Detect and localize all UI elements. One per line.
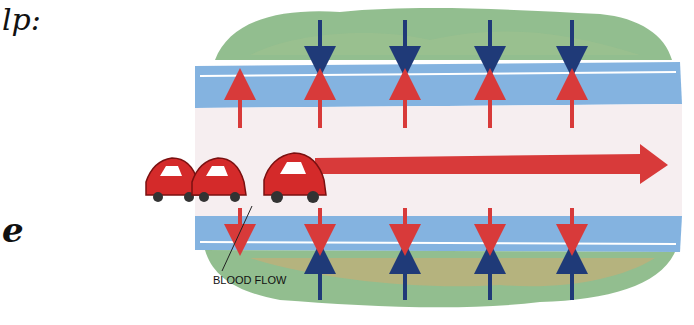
- vessel-wall: [195, 216, 682, 252]
- flow-arrow: [315, 144, 668, 184]
- vessel-wall: [195, 62, 682, 108]
- tissue: [250, 32, 640, 55]
- tissue: [205, 250, 675, 307]
- part-label: BLOOD FLOW: [213, 274, 286, 286]
- tissue: [250, 258, 655, 286]
- car-icon: [192, 158, 246, 202]
- wall-line: [200, 72, 676, 76]
- cut-off-text: e: [2, 210, 24, 250]
- lumen: [195, 104, 682, 216]
- wall-line: [200, 242, 676, 244]
- leader-line: [222, 206, 252, 271]
- tissue: [215, 8, 672, 60]
- car-icon: [264, 153, 326, 203]
- cut-off-text: lp:: [2, 2, 41, 37]
